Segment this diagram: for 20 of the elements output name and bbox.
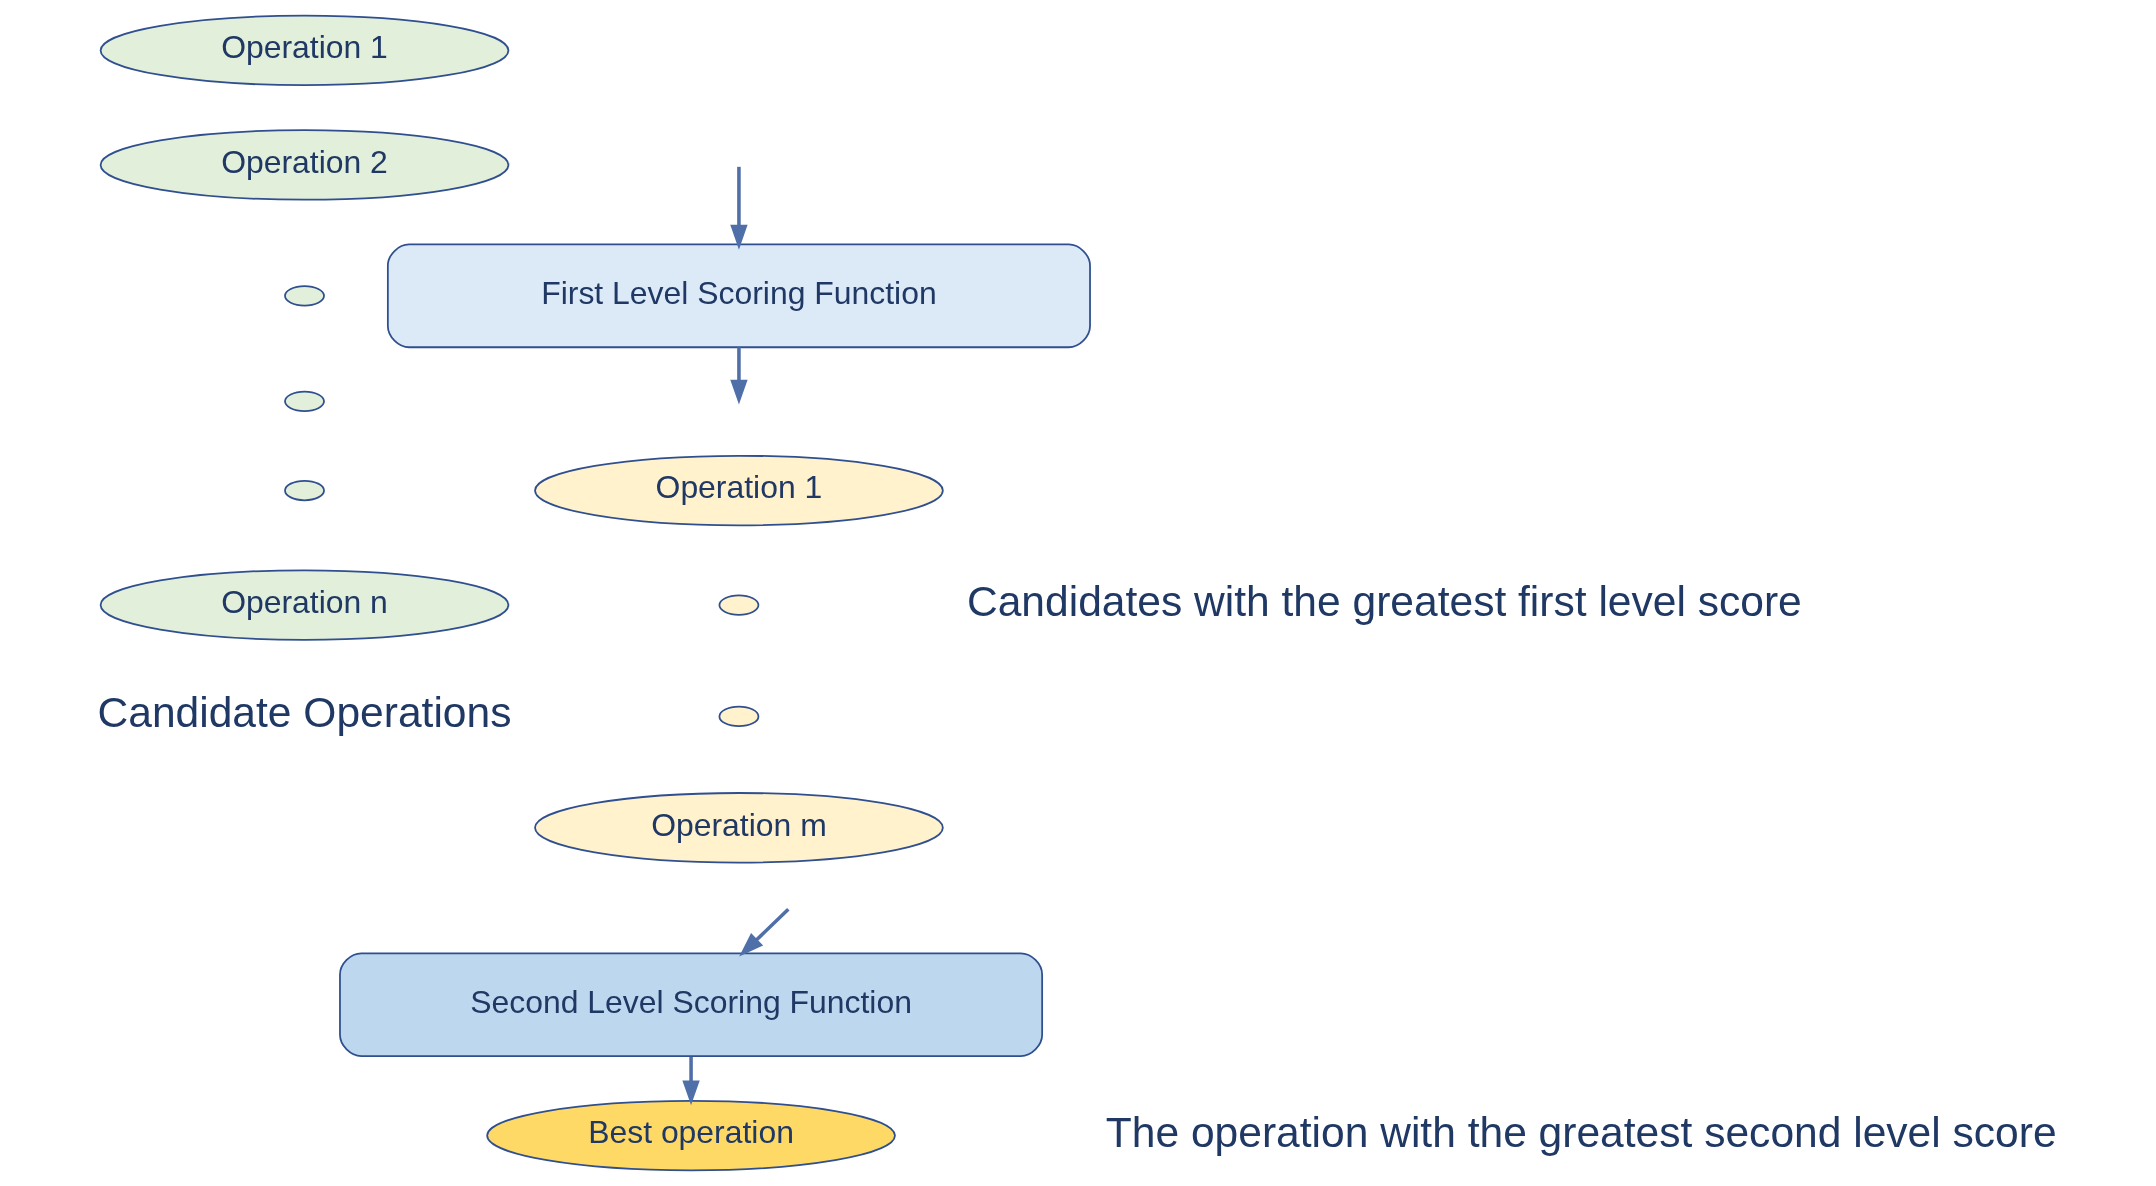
node-circle xyxy=(283,285,325,307)
label: Candidate Operations xyxy=(97,688,511,737)
arrow xyxy=(729,166,748,250)
node-ellipse: Operation m xyxy=(533,792,944,864)
arrow xyxy=(729,347,748,405)
node-circle xyxy=(718,594,759,616)
node-circle xyxy=(283,390,325,412)
node-circle xyxy=(283,479,325,502)
node-box: Second Level Scoring Function xyxy=(338,952,1043,1058)
node-ellipse: Operation n xyxy=(99,569,509,641)
node-ellipse: Operation 2 xyxy=(99,129,509,201)
node-circle xyxy=(718,705,759,728)
arrow xyxy=(738,907,790,957)
node-ellipse: Operation 1 xyxy=(533,454,944,527)
node-ellipse: Best operation xyxy=(485,1099,896,1172)
node-ellipse: Operation 1 xyxy=(99,14,509,87)
label: The operation with the greatest second level score xyxy=(1105,1107,2057,1156)
arrow xyxy=(681,1056,700,1106)
node-box: First Level Scoring Function xyxy=(386,243,1091,349)
label: Candidates with the greatest first level score xyxy=(966,577,1802,626)
